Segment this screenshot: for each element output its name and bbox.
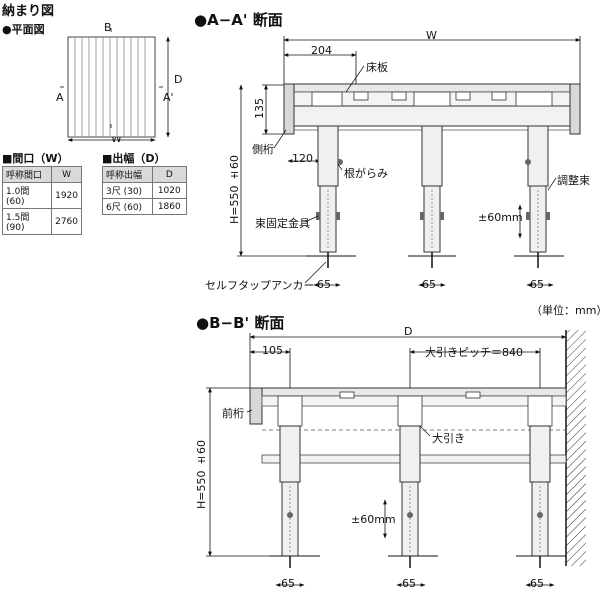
plan-heading: ●平面図 (2, 23, 45, 36)
label-sokuketa: 側桁 (252, 143, 274, 156)
page-title: 納まり図 (2, 4, 55, 19)
plan-label-b: B (104, 21, 112, 34)
dim-a-60mm: ±60mm (478, 211, 523, 224)
plan-label-a: A (56, 91, 64, 104)
label-maeketa: 前桁 (222, 407, 244, 420)
unit-label: （単位：mm） (531, 304, 600, 317)
section-b-drawing (206, 330, 586, 587)
section-a-heading: ●A−A' 断面 (194, 11, 283, 29)
plan-label-d: D (174, 73, 183, 86)
table-row: 6尺 (60)1860 (102, 198, 188, 215)
label-anchor: セルフタップアンカー (205, 279, 315, 292)
width-row-name: 1.5間 (90) (1, 208, 53, 235)
label-negarami: 根がらみ (344, 167, 388, 180)
plan-view (60, 28, 170, 142)
depth-table-col1: 呼称出幅 (102, 166, 153, 183)
width-row-name: 1.0間 (60) (1, 182, 53, 209)
table-row: 1.5間 (90)2760 (1, 208, 82, 235)
dim-a-w: W (426, 29, 437, 42)
depth-row-value: 1860 (151, 198, 188, 215)
width-table-col1: 呼称間口 (1, 166, 53, 183)
section-b-heading: ●B−B' 断面 (196, 314, 285, 332)
label-chosei: 調整束 (557, 174, 590, 187)
width-row-value: 2760 (51, 208, 82, 235)
label-yukaita: 床板 (366, 61, 388, 74)
depth-row-name: 6尺 (60) (102, 198, 153, 215)
table-d-heading: ■出幅（D） (102, 152, 166, 165)
label-kotei: 束固定金具 (255, 217, 310, 230)
table-w-heading: ■間口（W） (2, 152, 69, 165)
wall-hatch (566, 330, 586, 566)
section-a-drawing (237, 36, 581, 287)
dim-b-d: D (404, 325, 413, 338)
width-table-col2: W (51, 166, 82, 183)
label-obiki: 大引き (432, 432, 465, 445)
depth-table-col2: D (151, 166, 188, 183)
